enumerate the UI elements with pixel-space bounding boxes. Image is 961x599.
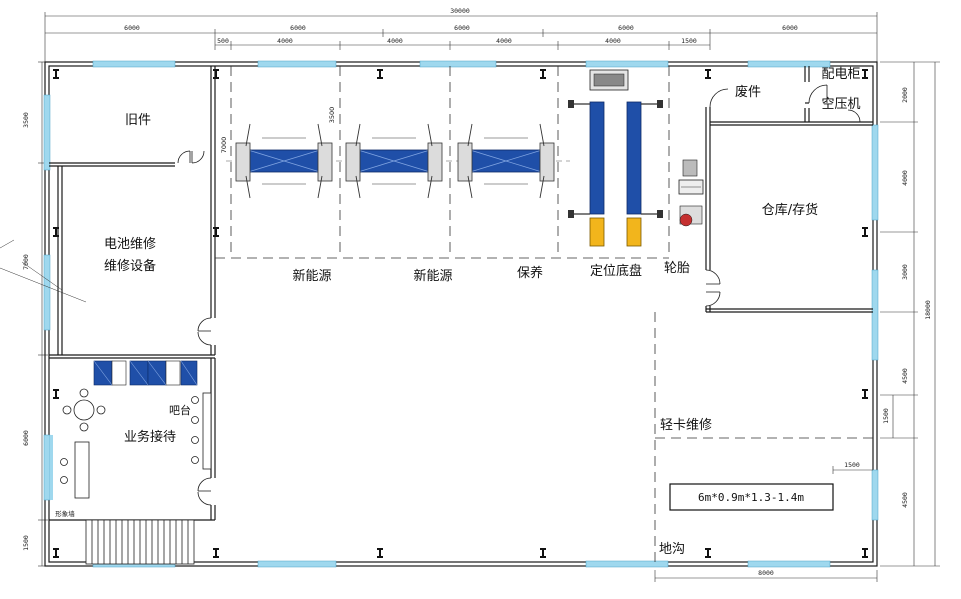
room-power-cabinet: 配电柜 [821, 67, 860, 82]
bay-dim-3: 4000 [387, 37, 403, 45]
columns [53, 69, 868, 558]
lift-maintenance [457, 123, 555, 199]
pit-offset-dim [832, 466, 873, 474]
room-light-truck-repair: 轻卡维修 [660, 418, 712, 433]
left-dim-2: 7000 [22, 254, 30, 270]
room-warehouse: 仓库/存货 [762, 202, 818, 218]
room-pit: 地沟 [659, 542, 685, 557]
top-dim-3: 6000 [454, 24, 470, 32]
bay-label-nev-1: 新能源 [292, 268, 331, 284]
alignment-lift [568, 69, 663, 247]
pit-offset-label: 1500 [844, 461, 860, 469]
bay-dim-6: 1500 [681, 37, 697, 45]
top-dim-5: 6000 [782, 24, 798, 32]
right-dim-5: 1500 [882, 408, 890, 424]
top-dimension-lines [44, 12, 878, 62]
left-dimension-lines [38, 61, 48, 567]
reception-furniture [50, 360, 212, 500]
left-dim-4: 1500 [22, 535, 30, 551]
image-wall-label: 形象墙 [55, 509, 75, 518]
pit-spec-box [669, 483, 834, 511]
image-wall-panel [50, 435, 53, 500]
room-old-parts: 旧件 [125, 113, 151, 128]
top-dim-1: 6000 [124, 24, 140, 32]
right-dim-6: 4500 [901, 492, 909, 508]
bay-label-alignment: 定位底盘 [590, 263, 642, 279]
entrance-steps [85, 519, 195, 565]
bay-dashed-lines [215, 66, 873, 566]
sofa-seating [60, 441, 90, 499]
room-waste: 废件 [735, 84, 761, 100]
interior-walls-right [705, 66, 873, 313]
pit-spec-text: 6m*0.9m*1.3-1.4m [698, 491, 804, 504]
bay-dim-1: 500 [217, 37, 229, 45]
overall-width-dim: 30000 [450, 7, 470, 15]
doors-right [705, 84, 861, 307]
battery-area-hints [0, 239, 87, 303]
room-air-compressor: 空压机 [821, 97, 860, 112]
bay-dim-5: 4000 [605, 37, 621, 45]
bottom-dimension-line [654, 570, 878, 582]
top-dim-4: 6000 [618, 24, 634, 32]
lift-nev-1 [235, 123, 333, 199]
right-dimension-lines [880, 61, 940, 567]
tire-equipment [678, 159, 704, 227]
left-dim-3: 6000 [22, 430, 30, 446]
bay-dim-4: 4000 [496, 37, 512, 45]
bar-counter [191, 392, 212, 470]
room-reception: 业务接待 [124, 429, 176, 445]
right-dim-4: 4500 [901, 368, 909, 384]
top-dim-2: 6000 [290, 24, 306, 32]
room-battery-repair: 电池维修 [104, 237, 156, 252]
bottom-dim: 8000 [758, 569, 774, 577]
interior-walls-left [49, 66, 216, 521]
right-dim-3: 3000 [901, 264, 909, 280]
right-dim-2: 4000 [901, 170, 909, 186]
shelving-units [93, 360, 198, 386]
doors-left [177, 150, 212, 506]
bay-label-tire: 轮胎 [664, 261, 690, 276]
lift-length-dim: 7000 [220, 137, 228, 154]
lift-spacing-dim: 3500 [328, 107, 336, 124]
room-bar: 吧台 [169, 403, 191, 417]
lift-nev-2 [345, 123, 443, 199]
overall-height-dim: 18000 [924, 300, 932, 320]
bay-label-maintenance: 保养 [517, 265, 543, 281]
windows [43, 60, 879, 568]
bay-label-nev-2: 新能源 [413, 268, 452, 284]
room-repair-equipment: 维修设备 [104, 258, 156, 274]
bay-dim-2: 4000 [277, 37, 293, 45]
left-dim-1: 3500 [22, 112, 30, 128]
round-table-set [62, 388, 106, 432]
right-dim-1: 2000 [901, 87, 909, 103]
